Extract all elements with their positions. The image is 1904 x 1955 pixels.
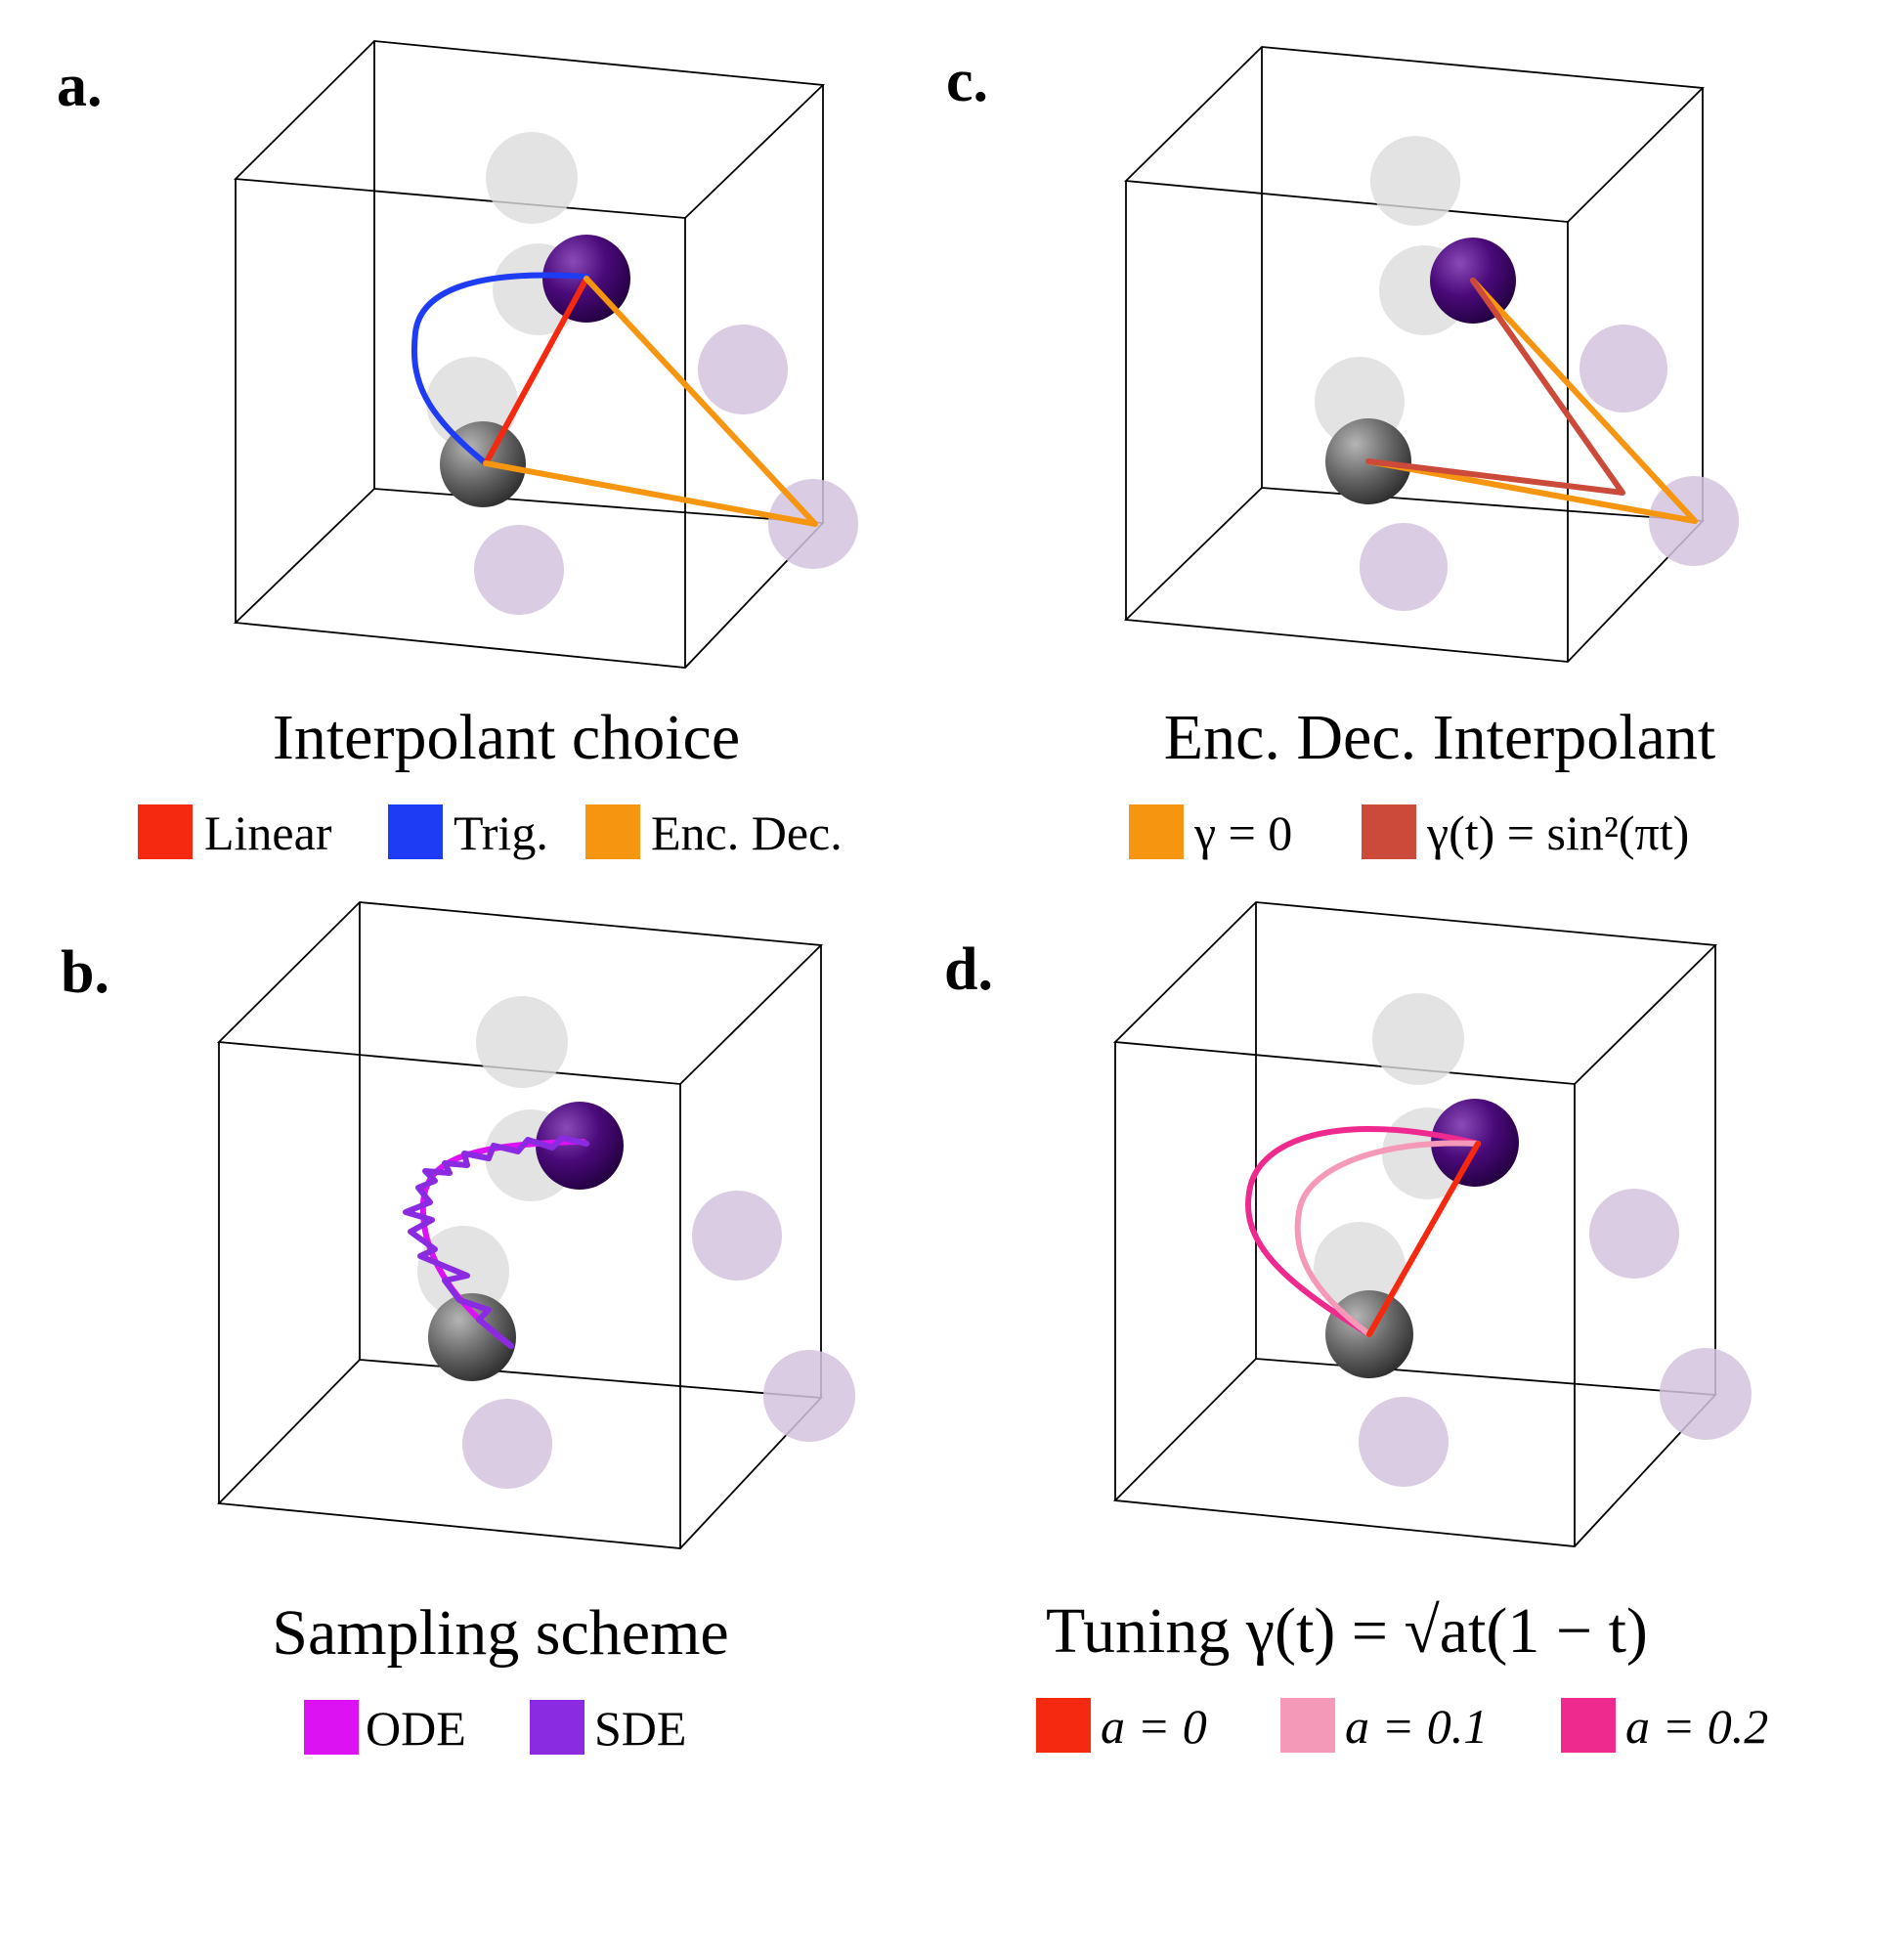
panel-b-legend: ODE SDE	[304, 1700, 686, 1756]
start-atom	[428, 1293, 516, 1381]
panel-a: a. Interpolant choice Linear Trig. Enc. …	[57, 40, 858, 860]
panel-d-label: d.	[944, 936, 993, 1003]
gamma-zero-path	[1365, 278, 1698, 524]
legend-swatch	[304, 1700, 359, 1755]
legend-label: Enc. Dec.	[651, 805, 843, 860]
a-0.2-path	[1245, 1126, 1481, 1337]
gamma-sin-path	[1365, 278, 1625, 496]
panel-b-label: b.	[61, 939, 109, 1006]
ghost-atom-purple	[462, 1399, 552, 1489]
ghost-atom	[1372, 993, 1464, 1085]
panel-d-legend: a = 0 a = 0.1 a = 0.2	[1036, 1698, 1768, 1754]
panel-b: b. Sampling scheme ODE SDE	[61, 901, 855, 1756]
legend-swatch	[1561, 1698, 1616, 1753]
ghost-atom	[476, 996, 568, 1088]
panel-a-label: a.	[57, 53, 103, 119]
legend-label: Linear	[204, 805, 332, 860]
enc-dec-path	[483, 276, 818, 527]
panel-a-legend: Linear Trig. Enc. Dec.	[138, 804, 843, 860]
panel-d-caption: Tuning γ(t) = √at(1 − t)	[1046, 1595, 1648, 1667]
end-atom	[536, 1102, 624, 1190]
legend-swatch	[585, 804, 640, 859]
a-0.1-path	[1294, 1140, 1481, 1337]
legend-swatch	[138, 804, 193, 859]
ghost-atom-purple	[1589, 1189, 1679, 1279]
sde-path	[403, 1135, 589, 1349]
panel-c: c. Enc. Dec. Interpolant γ = 0 γ(t) = si…	[946, 46, 1739, 860]
legend-label: a = 0.1	[1345, 1699, 1488, 1754]
ghost-atom	[1314, 1222, 1406, 1314]
legend-swatch	[1362, 804, 1416, 859]
legend-label: SDE	[594, 1701, 686, 1756]
legend-label: a = 0.2	[1625, 1699, 1768, 1754]
panel-c-legend: γ = 0 γ(t) = sin²(πt)	[1129, 804, 1689, 860]
legend-label: Trig.	[454, 805, 548, 860]
trig-path	[411, 272, 589, 466]
ghost-atom	[486, 132, 578, 224]
linear-path	[483, 276, 589, 466]
ghost-atom-purple	[763, 1350, 855, 1442]
panel-a-caption: Interpolant choice	[273, 702, 740, 773]
panel-c-caption: Enc. Dec. Interpolant	[1164, 702, 1715, 773]
legend-label: ODE	[366, 1701, 466, 1756]
ghost-atom-purple	[1360, 523, 1448, 611]
legend-swatch	[1280, 1698, 1335, 1753]
panel-a-box	[233, 40, 826, 669]
legend-swatch	[1129, 804, 1184, 859]
legend-swatch	[530, 1700, 584, 1755]
legend-swatch	[1036, 1698, 1091, 1753]
ghost-atom	[1370, 136, 1460, 226]
panel-d: d. Tuning γ(t) = √at(1 − t) a = 0 a = 0.…	[944, 901, 1768, 1754]
a-0-path	[1366, 1141, 1481, 1337]
ghost-atom-purple	[1579, 325, 1667, 413]
legend-swatch	[388, 804, 443, 859]
panel-b-caption: Sampling scheme	[272, 1597, 728, 1669]
ghost-atom-purple	[698, 325, 788, 414]
legend-label: γ(t) = sin²(πt)	[1426, 805, 1689, 860]
ghost-atom-purple	[1660, 1348, 1752, 1440]
ghost-atom-purple	[474, 525, 564, 615]
ghost-atom-purple	[692, 1191, 782, 1281]
legend-label: a = 0	[1101, 1699, 1207, 1754]
ghost-atom-purple	[1359, 1397, 1449, 1487]
legend-label: γ = 0	[1193, 805, 1292, 860]
panel-c-label: c.	[946, 48, 988, 114]
